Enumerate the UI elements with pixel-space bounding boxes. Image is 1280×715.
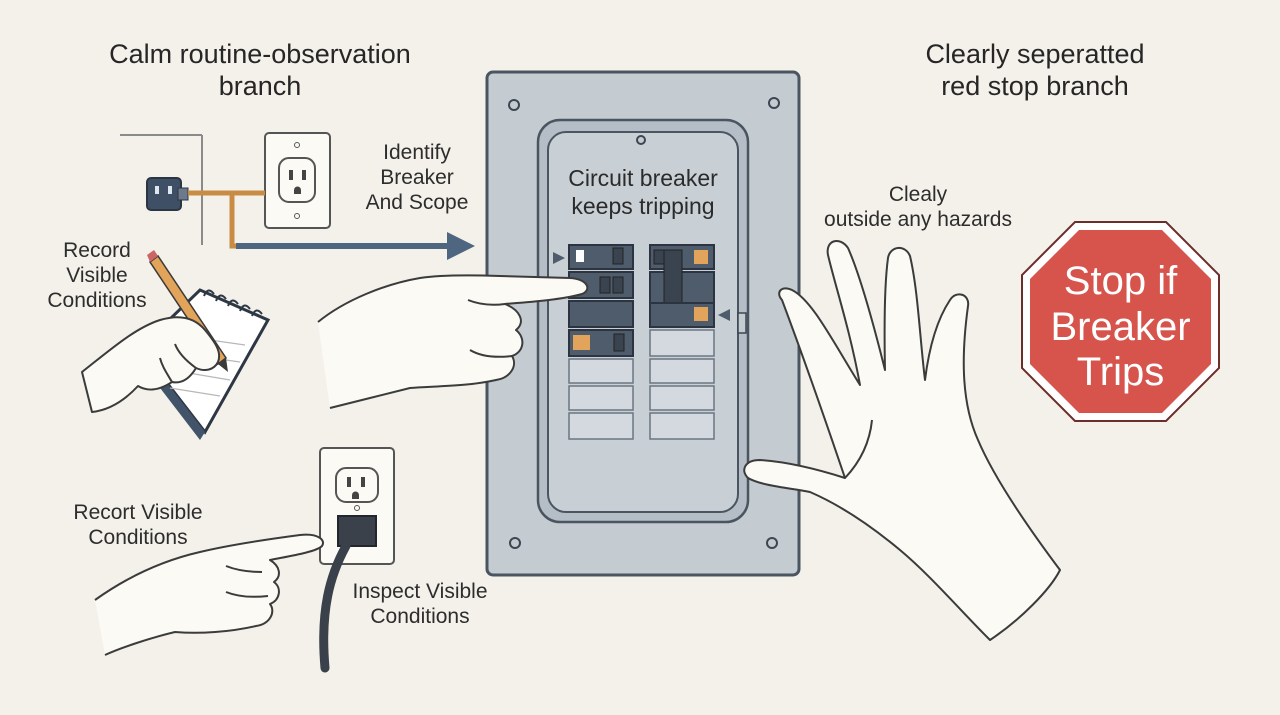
step-inspect-conditions-label: Inspect Visible Conditions bbox=[352, 580, 488, 629]
stop-sign-icon bbox=[1021, 221, 1220, 422]
indicator-arrow-left-icon bbox=[553, 252, 565, 264]
orange-wire-icon bbox=[188, 190, 270, 249]
step-recort-conditions-label: Recort Visible Conditions bbox=[73, 501, 203, 550]
step-outside-hazards-label: Clealy outside any hazards bbox=[824, 183, 1012, 232]
breaker-panel bbox=[485, 70, 801, 577]
wall-outlet-top-icon bbox=[264, 132, 331, 229]
power-cord-icon bbox=[319, 515, 377, 673]
panel-title: Circuit breaker keeps tripping bbox=[568, 165, 718, 219]
pointing-hand-panel-icon bbox=[317, 274, 589, 409]
pointing-hand-bottom-icon bbox=[94, 533, 324, 656]
indicator-arrow-right-icon bbox=[718, 309, 730, 321]
step-identify-scope-label: Identify Breaker And Scope bbox=[365, 141, 469, 215]
plug-icon bbox=[146, 177, 189, 211]
right-branch-heading: Clearly seperatted red stop branch bbox=[925, 39, 1145, 102]
writing-hand-icon bbox=[81, 316, 221, 413]
wall-section-top-left bbox=[120, 134, 203, 245]
blue-arrow-icon bbox=[236, 232, 475, 260]
breaker-column-left bbox=[568, 244, 634, 440]
left-branch-heading: Calm routine-observation branch bbox=[109, 39, 411, 102]
stop-sign-text: Stop if Breaker Trips bbox=[1050, 259, 1191, 395]
breaker-column-right bbox=[649, 244, 715, 440]
step-record-conditions-label: Record Visible Conditions bbox=[47, 239, 147, 313]
open-hand-icon bbox=[743, 239, 1061, 641]
